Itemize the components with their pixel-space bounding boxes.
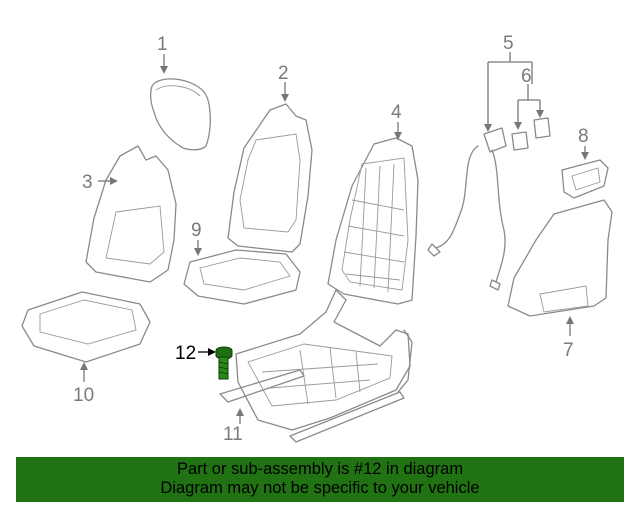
callout-2: 2 — [278, 63, 289, 84]
callout-1: 1 — [157, 34, 168, 55]
headrest-part[interactable] — [150, 78, 211, 151]
part-info-banner: Part or sub-assembly is #12 in diagram D… — [16, 457, 624, 502]
callout-5: 5 — [503, 33, 514, 54]
callout-8: 8 — [578, 126, 589, 147]
callout-3: 3 — [82, 172, 93, 193]
leader-lines — [80, 52, 589, 424]
banner-line-1: Part or sub-assembly is #12 in diagram — [176, 460, 464, 478]
callout-11: 11 — [223, 424, 243, 445]
callout-9: 9 — [191, 220, 202, 241]
callout-labels: 1 2 3 4 5 6 7 8 9 10 11 12 — [73, 33, 589, 445]
trim-bracket-part[interactable] — [561, 159, 609, 199]
parts-diagram: 1 2 3 4 5 6 7 8 9 10 11 12 — [21, 33, 613, 445]
wiring-harness-part[interactable] — [427, 127, 507, 291]
seat-cushion-part[interactable] — [183, 249, 301, 305]
callout-10: 10 — [73, 385, 94, 406]
seat-back-frame-part[interactable] — [327, 137, 419, 305]
callout-4: 4 — [391, 102, 402, 123]
seat-back-cushion-part[interactable] — [227, 103, 313, 253]
seat-back-cover-part[interactable] — [85, 145, 177, 283]
seat-frame-part[interactable] — [219, 289, 413, 443]
seat-cushion-cover-part[interactable] — [21, 291, 151, 363]
callout-12: 12 — [175, 343, 196, 364]
callout-6: 6 — [521, 66, 532, 87]
clip-parts[interactable] — [511, 117, 551, 151]
back-panel-part[interactable] — [507, 199, 613, 317]
banner-line-2: Diagram may not be specific to your vehi… — [160, 479, 480, 497]
callout-7: 7 — [563, 340, 574, 361]
bolt-part[interactable] — [215, 346, 233, 380]
